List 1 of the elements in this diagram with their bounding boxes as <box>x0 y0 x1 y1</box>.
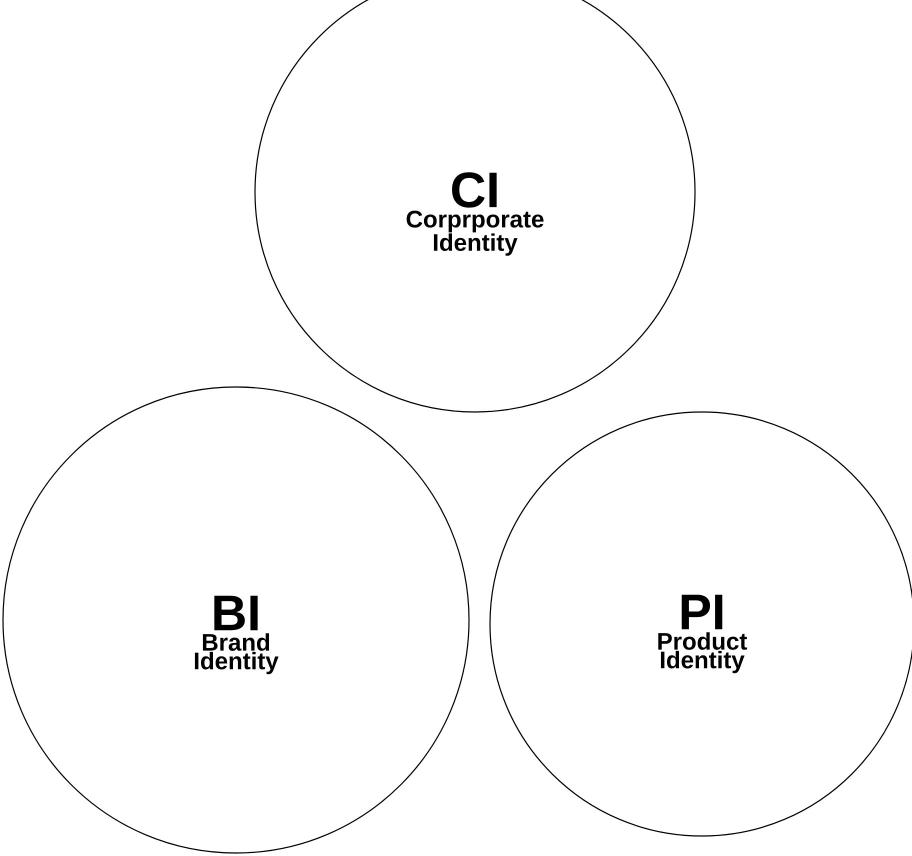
circle-node: BI Brand Identity <box>2 386 470 854</box>
